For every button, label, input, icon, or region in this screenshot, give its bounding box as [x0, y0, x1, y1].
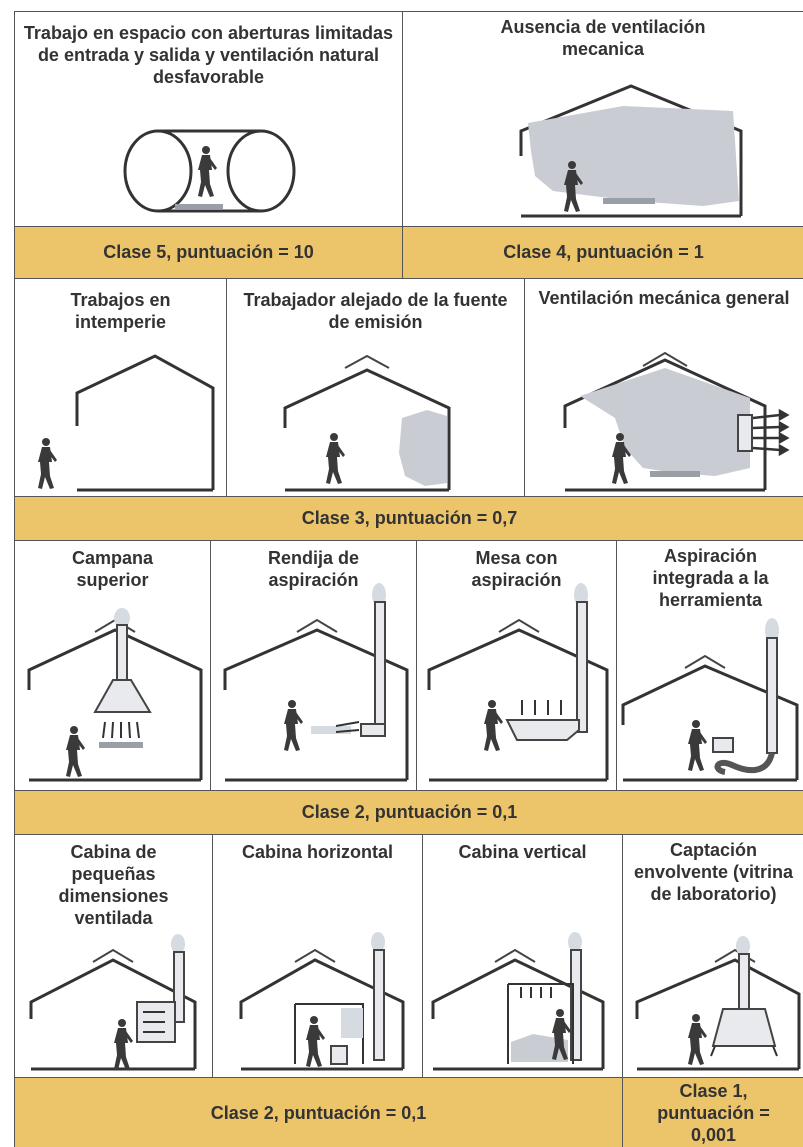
cell-overhead-hood: Campana superior [15, 541, 211, 791]
hood-icon [93, 679, 152, 713]
building-outline-icon [283, 354, 451, 492]
building-outline-icon [223, 583, 409, 782]
cell-title: Trabajo en espacio con aberturas limitad… [23, 23, 394, 87]
ventilation-classification-chart: Trabajo en espacio con aberturas limitad… [14, 11, 803, 1147]
tunnel-icon [123, 129, 296, 213]
cell-title: Cabina vertical [458, 842, 587, 862]
building-outline-icon [635, 936, 801, 1071]
cell-tool-integrated-suction: Aspiración integrada a la herramienta [617, 541, 803, 791]
class-5-band: Clase 5, puntuación = 10 [15, 227, 403, 279]
building-outline-icon [27, 608, 203, 782]
person-walking-icon [198, 146, 217, 197]
building-outline-icon [621, 618, 799, 782]
cell-outdoor-work: Trabajos en intemperie [15, 279, 227, 497]
building-outline-icon [431, 932, 605, 1071]
cell-title: Aspiración integrada a la herramienta [652, 546, 769, 610]
extraction-duct-icon [576, 601, 588, 733]
dust-cloud-icon [528, 106, 739, 206]
cell-title: Ventilación mecánica general [538, 288, 790, 308]
dust-cloud-icon [580, 368, 750, 476]
cell-title: Cabina de pequeñas dimensiones ventilada [58, 842, 169, 928]
class-2-band-bottom: Clase 2, puntuación = 0,1 [15, 1078, 623, 1147]
fan-arrows-icon [737, 414, 753, 452]
cell-horizontal-cabin: Cabina horizontal [213, 835, 423, 1078]
cell-confined-space: Trabajo en espacio con aberturas limitad… [15, 12, 403, 227]
building-outline-icon [427, 583, 609, 782]
class-3-band: Clase 3, puntuación = 0,7 [15, 497, 803, 541]
cell-title: Mesa con aspiración [471, 548, 562, 590]
cell-suction-slot: Rendija de aspiración [211, 541, 417, 791]
building-outline-icon [239, 932, 405, 1071]
extraction-duct-icon [374, 601, 386, 733]
building-outline-icon [29, 934, 197, 1071]
cell-title: Trabajador alejado de la fuente de emisi… [243, 290, 508, 332]
cell-title: Rendija de aspiración [267, 548, 360, 590]
dust-cloud-icon [399, 410, 447, 486]
cell-title: Campana superior [71, 548, 154, 590]
cell-vertical-cabin: Cabina vertical [423, 835, 623, 1078]
hood-icon [711, 1008, 777, 1047]
cell-general-mechanical-ventilation: Ventilación mecánica general [525, 279, 803, 497]
building-outline-icon [519, 84, 743, 218]
building-outline-icon [38, 354, 215, 492]
extraction-duct-icon [766, 637, 778, 754]
class-4-band: Clase 4, puntuación = 1 [403, 227, 803, 279]
cell-enclosing-capture: Captación envolvente (vitrina de laborat… [623, 835, 803, 1078]
class-2-band: Clase 2, puntuación = 0,1 [15, 791, 803, 835]
cell-title: Trabajos en intemperie [70, 290, 171, 332]
building-outline-icon [563, 351, 790, 492]
cell-title: Captación envolvente (vitrina de laborat… [633, 840, 794, 904]
cell-title: Ausencia de ventilación mecanica [500, 17, 706, 59]
cell-small-ventilated-cabin: Cabina de pequeñas dimensiones ventilada [15, 835, 213, 1078]
class-1-band: Clase 1, puntuación = 0,001 [623, 1078, 803, 1147]
cell-no-mechanical-ventilation: Ausencia de ventilación mecanica [403, 12, 803, 227]
cell-title: Cabina horizontal [241, 842, 393, 862]
cell-worker-away-from-source: Trabajador alejado de la fuente de emisi… [227, 279, 525, 497]
cell-suction-table: Mesa con aspiración [417, 541, 617, 791]
